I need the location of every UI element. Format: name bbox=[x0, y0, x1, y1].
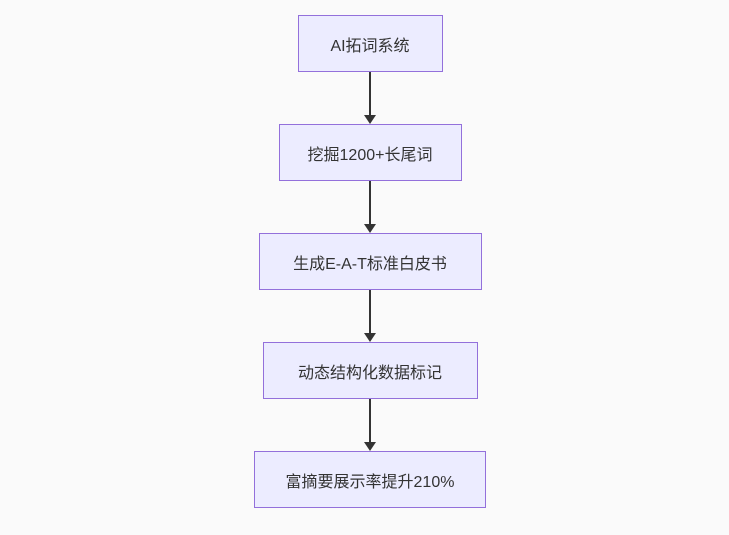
flow-node-longtail-mining: 挖掘1200+长尾词 bbox=[278, 124, 462, 181]
flow-node-structured-data-markup: 动态结构化数据标记 bbox=[262, 342, 478, 399]
flowchart: AI拓词系统 挖掘1200+长尾词 生成E-A-T标准白皮书 动态结构化数据标记… bbox=[254, 15, 486, 508]
flow-node-rich-snippet-result: 富摘要展示率提升210% bbox=[254, 451, 486, 508]
flow-arrow bbox=[363, 399, 377, 451]
arrow-down-icon bbox=[364, 224, 376, 233]
flow-node-label: 生成E-A-T标准白皮书 bbox=[293, 255, 447, 273]
arrow-down-icon bbox=[364, 442, 376, 451]
arrow-line bbox=[369, 290, 371, 333]
arrow-line bbox=[369, 72, 371, 115]
flow-node-label: 挖掘1200+长尾词 bbox=[307, 146, 433, 164]
flow-node-eat-whitepaper: 生成E-A-T标准白皮书 bbox=[258, 233, 482, 290]
flow-node-label: 动态结构化数据标记 bbox=[297, 364, 442, 382]
arrow-down-icon bbox=[364, 333, 376, 342]
arrow-line bbox=[369, 181, 371, 224]
arrow-line bbox=[369, 399, 371, 442]
flow-arrow bbox=[363, 290, 377, 342]
flow-arrow bbox=[363, 72, 377, 124]
flow-node-label: 富摘要展示率提升210% bbox=[285, 473, 455, 491]
flow-node-label: AI拓词系统 bbox=[330, 37, 410, 55]
flow-node-ai-word-expansion: AI拓词系统 bbox=[297, 15, 443, 72]
arrow-down-icon bbox=[364, 115, 376, 124]
flow-arrow bbox=[363, 181, 377, 233]
